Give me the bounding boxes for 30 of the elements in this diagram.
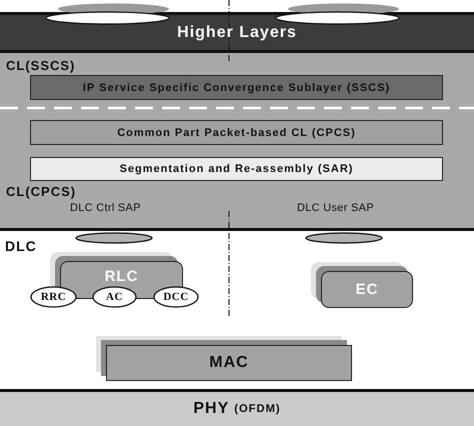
layer-label: DLC: [5, 238, 37, 254]
layer-label: MAC: [209, 354, 249, 372]
layer-label: EC: [356, 281, 378, 298]
layer-label: AC: [106, 291, 123, 303]
sap-label: DLC Ctrl SAP: [70, 202, 141, 214]
layer-sublabel: (OFDM): [234, 403, 281, 415]
protocol-ellipse: [92, 286, 137, 308]
layer-label: RLC: [104, 268, 138, 285]
layer-label: RRC: [40, 291, 66, 303]
sublayer-box: [30, 157, 443, 181]
layer-band: [0, 108, 474, 228]
sublayer-box: [30, 75, 443, 100]
protocol-ellipse: [153, 286, 199, 308]
sap-ellipse: [305, 232, 383, 244]
layer-band: [0, 389, 474, 426]
sap-ellipse: [275, 3, 400, 25]
layer-label: PHY: [193, 400, 230, 418]
sublayer-box: [30, 120, 443, 145]
layer-label: IP Service Specific Convergence Sublayer (SSCS): [82, 82, 390, 94]
layer-label: Segmentation and Re-assembly (SAR): [120, 163, 354, 175]
sap-ellipse: [45, 3, 170, 25]
layer-band: [0, 50, 474, 108]
layer-label: Higher Layers: [177, 24, 297, 42]
sap-ellipse: [75, 232, 153, 244]
sap-label: DLC User SAP: [297, 202, 374, 214]
layer-label: Common Part Packet-based CL (CPCS): [117, 126, 356, 138]
layer-label: CL(SSCS): [6, 58, 76, 73]
layer-label: CL(CPCS): [6, 184, 76, 199]
layer-label: DCC: [163, 291, 189, 303]
protocol-ellipse: [30, 286, 77, 308]
